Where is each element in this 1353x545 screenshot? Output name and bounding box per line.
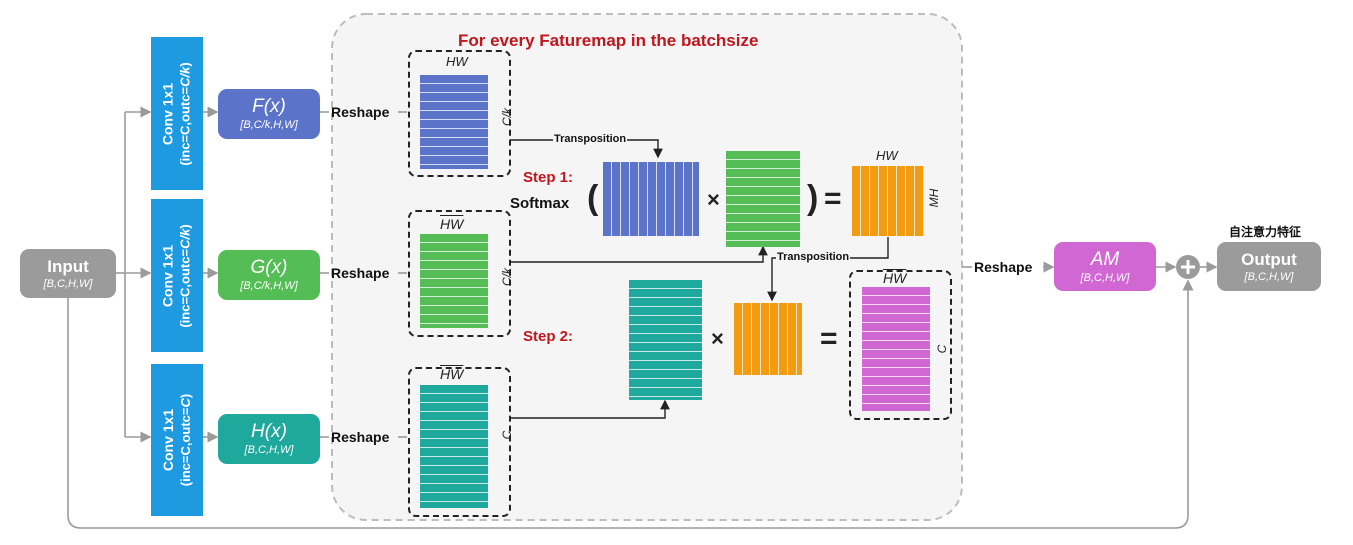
softmax-label: Softmax: [510, 195, 570, 212]
g-matrix-step1: [726, 151, 800, 247]
close-paren: ): [807, 179, 819, 217]
output-caption: 自注意力特征: [1229, 225, 1302, 239]
h-matrix: [420, 385, 488, 508]
g-matrix: [420, 234, 488, 328]
h-node: H(x) [B,C,H,W]: [218, 414, 320, 464]
g-name: G(x): [250, 257, 288, 278]
g-shape: [B,C/k,H,W]: [240, 280, 298, 292]
equals-step1: =: [824, 182, 842, 215]
g-matrix-frame: [408, 210, 511, 337]
g-node: G(x) [B,C/k,H,W]: [218, 250, 320, 300]
step1-label: Step 1:: [523, 169, 574, 186]
result-matrix: [862, 287, 930, 411]
f-name: F(x): [252, 96, 286, 117]
transposition-label-2: Transposition: [776, 251, 851, 263]
f-shape: [B,C/k,H,W]: [240, 119, 298, 131]
f-hw-label: HW: [446, 54, 468, 69]
reshape-label-out: Reshape: [974, 259, 1033, 275]
input-node: Input [B,C,H,W]: [20, 249, 116, 298]
am-name: AM: [1090, 248, 1120, 270]
output-label: Output: [1241, 249, 1297, 269]
attention-transposed-matrix: [734, 303, 802, 375]
input-shape: [B,C,H,W]: [43, 277, 93, 290]
g-hw-label: HW: [440, 216, 464, 232]
f-ck-label: C/k: [500, 108, 514, 126]
conv-h-line2: (inc=C,outc=C): [178, 393, 194, 487]
add-node: [1176, 255, 1200, 279]
input-label: Input: [47, 256, 89, 276]
h-name: H(x): [251, 421, 287, 442]
conv-g-line1: Conv 1x1: [160, 244, 177, 307]
conv-f-line2: (inc=C,outc=C/k): [178, 61, 194, 166]
region-title: For every Faturemap in the batchsize: [458, 31, 759, 50]
h-c-label: C: [500, 430, 514, 440]
am-node: AM [B,C,H,W]: [1054, 242, 1156, 291]
am-shape: [B,C,H,W]: [1080, 271, 1130, 284]
result-c-label: C: [935, 344, 949, 354]
mh-hw-label: HW: [876, 148, 898, 163]
conv-block-h: Conv 1x1 (inc=C,outc=C): [151, 364, 203, 516]
f-node: F(x) [B,C/k,H,W]: [218, 89, 320, 139]
reshape-label-f: Reshape: [331, 104, 390, 120]
result-hw-label: HW: [883, 270, 907, 286]
output-node: Output [B,C,H,W]: [1217, 242, 1321, 291]
h-matrix-step2: [629, 280, 702, 400]
mh-label: MH: [927, 188, 941, 208]
result-matrix-frame: [849, 270, 952, 420]
output-shape: [B,C,H,W]: [1244, 270, 1294, 283]
g-ck-label: C/k: [500, 268, 514, 286]
f-transposed-matrix: [603, 162, 699, 236]
f-matrix: [420, 75, 488, 169]
h-hw-label: HW: [440, 366, 464, 382]
conv-f-line1: Conv 1x1: [160, 82, 177, 145]
transposition-label-1: Transposition: [553, 133, 628, 145]
conv-g-line2: (inc=C,outc=C/k): [178, 223, 194, 328]
step2-label: Step 2:: [523, 328, 574, 345]
equals-step2: =: [820, 322, 838, 355]
conv-block-f: Conv 1x1 (inc=C,outc=C/k): [151, 37, 203, 190]
conv-h-line1: Conv 1x1: [160, 408, 177, 472]
reshape-label-h: Reshape: [331, 429, 390, 445]
h-matrix-frame: [408, 367, 511, 517]
conv-block-g: Conv 1x1 (inc=C,outc=C/k): [151, 199, 203, 352]
h-shape: [B,C,H,W]: [244, 444, 294, 456]
f-matrix-frame: [408, 50, 511, 177]
open-paren: (: [587, 179, 599, 217]
times-step2: ×: [711, 326, 724, 351]
reshape-label-g: Reshape: [331, 265, 390, 281]
attention-matrix: [852, 166, 924, 236]
times-step1: ×: [707, 187, 720, 212]
